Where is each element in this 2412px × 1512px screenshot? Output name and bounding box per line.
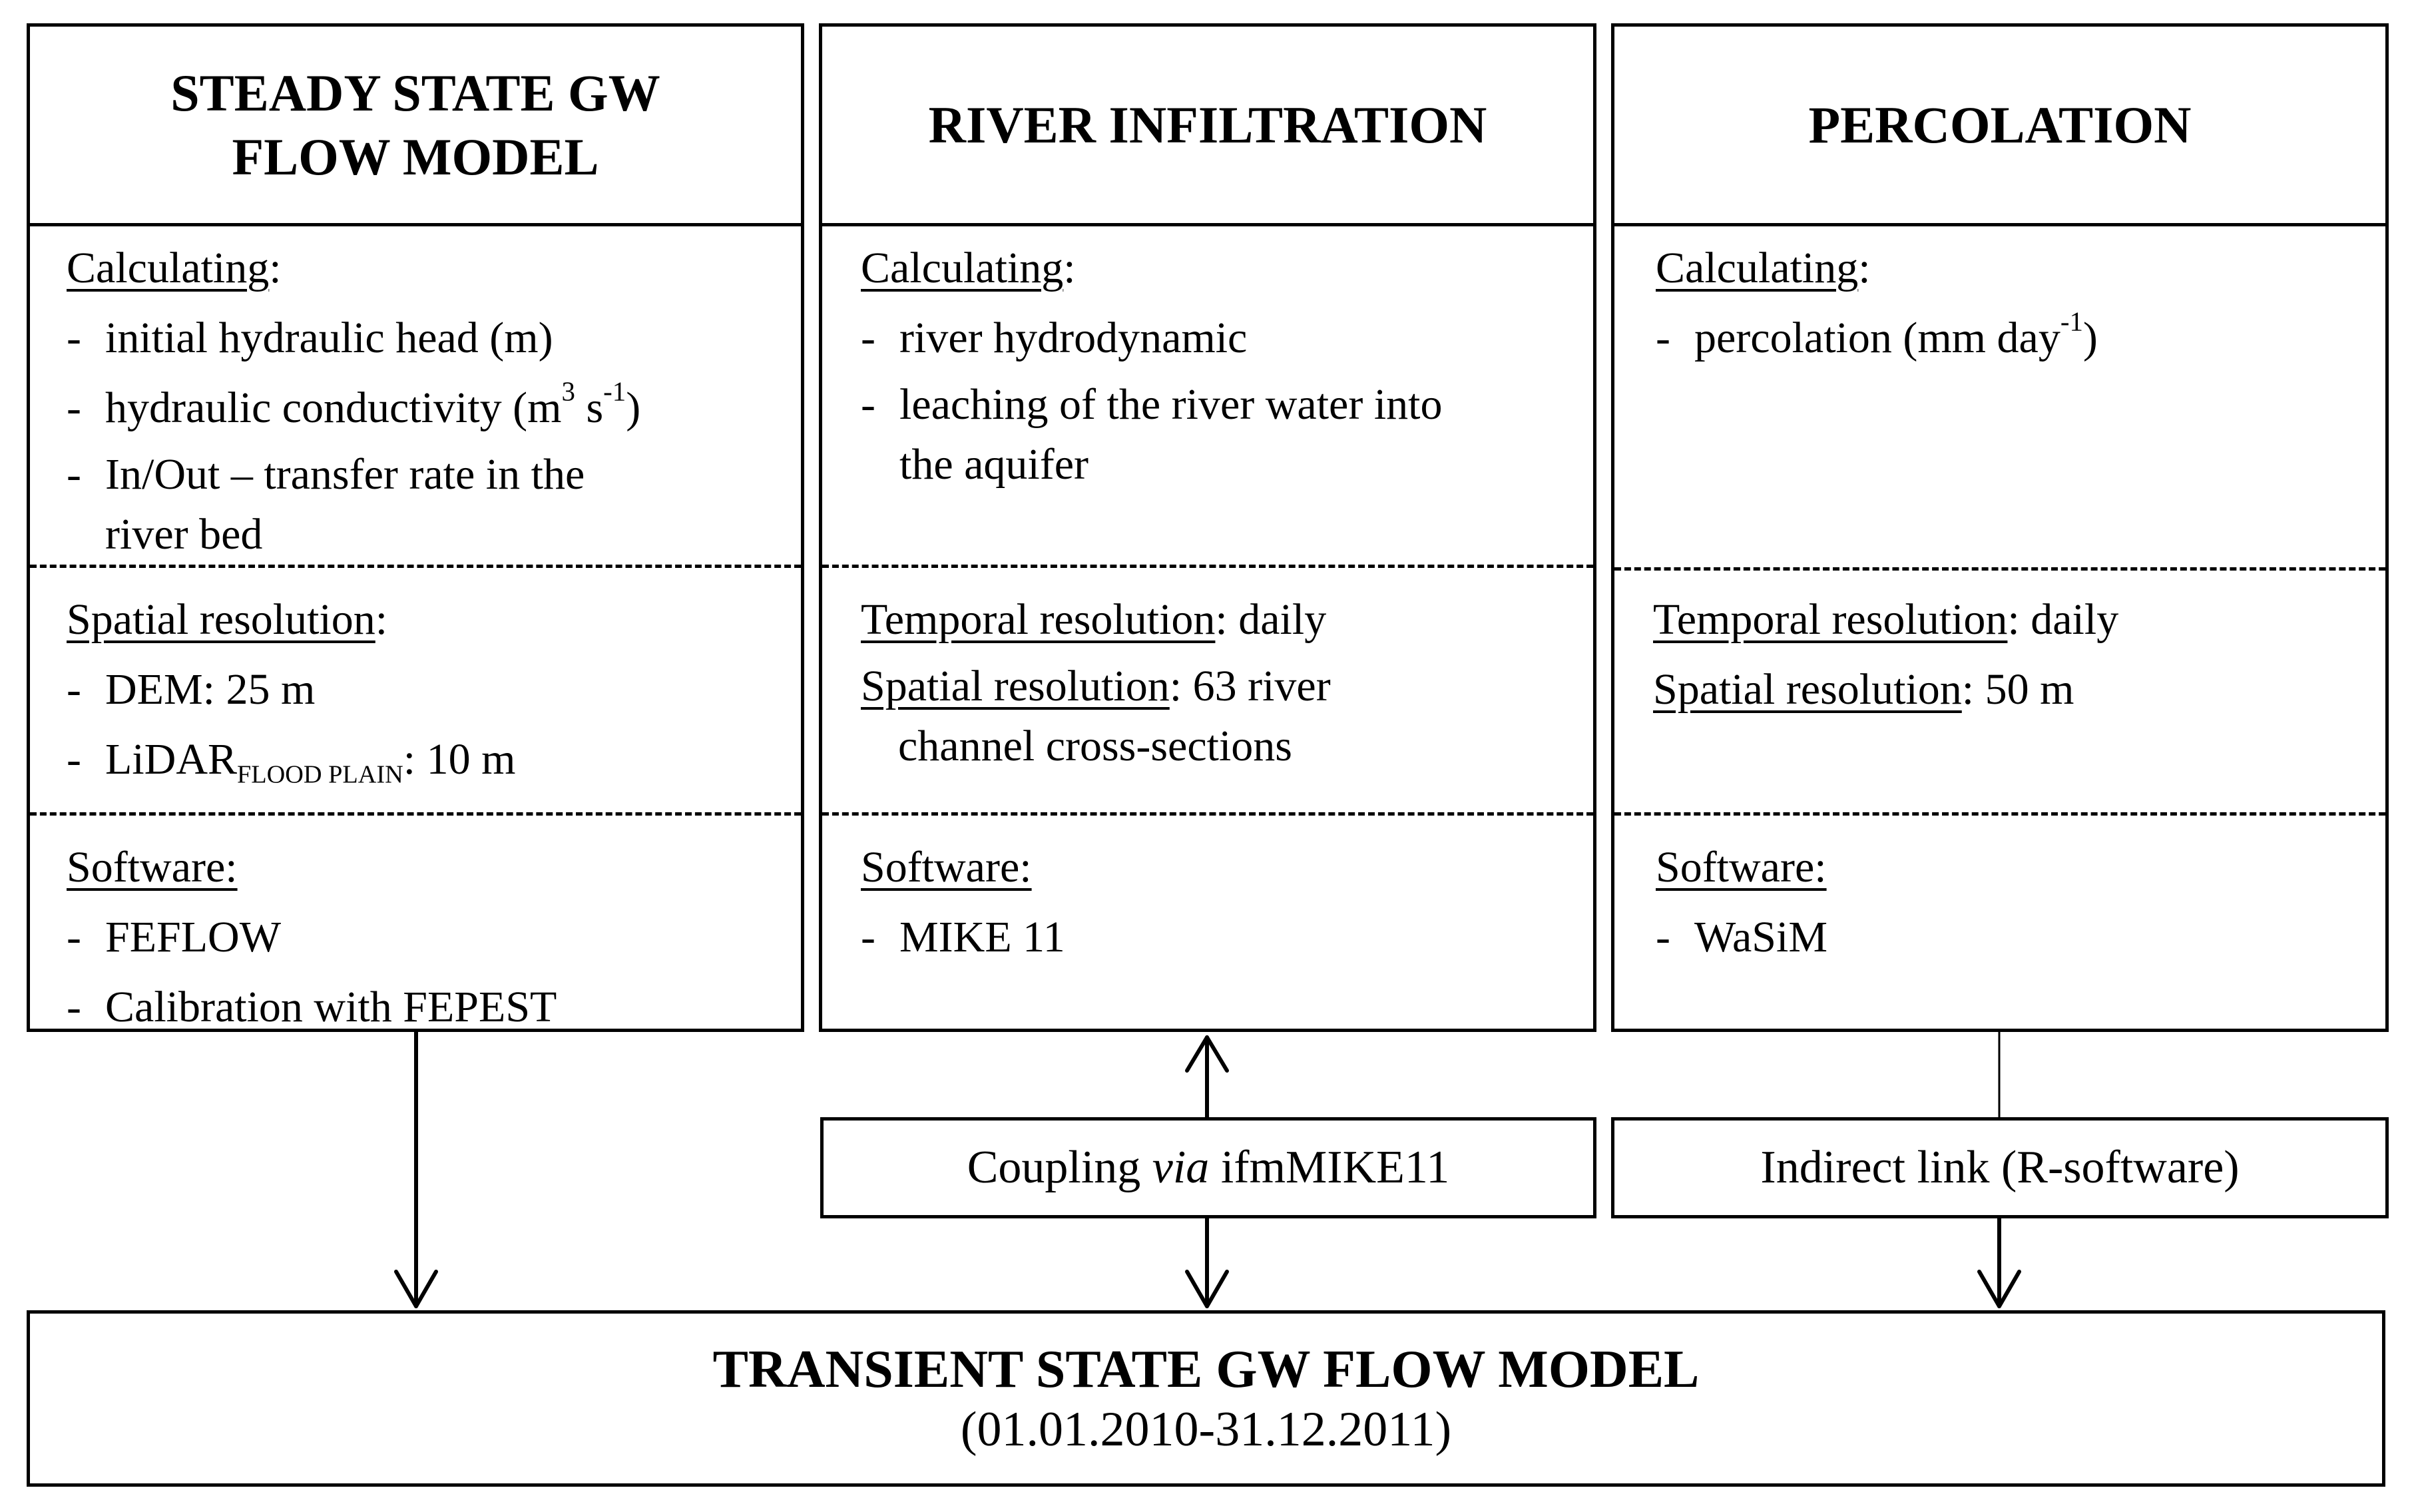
river-temporal-value: : daily (1215, 595, 1327, 644)
perc-divider-2 (1614, 812, 2385, 816)
river-infiltration-title: RIVER INFILTRATION (822, 27, 1593, 226)
steady-spatial-heading: Spatial resolution: (67, 595, 388, 644)
steady-title-line2: FLOW MODEL (232, 127, 599, 186)
arrowhead-river (1185, 1035, 1229, 1073)
river-software-label: Software: (861, 843, 1032, 891)
perc-calculating-section: Calculating: percolation (mm day-1) (1656, 233, 2372, 373)
steady-spatial-label: Spatial resolution (67, 595, 375, 644)
steady-title-line1: STEADY STATE GW (170, 64, 660, 123)
river-calculating-label: Calculating (861, 244, 1064, 292)
coupling-box: Coupling via ifmMIKE11 (820, 1117, 1596, 1218)
steady-calc-item-cont: river bed (105, 510, 263, 559)
river-software-section: Software: MIKE 11 (861, 832, 1580, 972)
perc-calculating-heading: Calculating: (1656, 244, 1871, 292)
steady-calculating-label: Calculating (67, 244, 270, 292)
steady-divider-2 (30, 812, 801, 816)
river-divider-2 (822, 812, 1593, 816)
perc-temporal-value: : daily (2007, 595, 2119, 644)
perc-software-item: WaSiM (1656, 902, 2372, 972)
river-calc-item-cont: the aquifer (899, 440, 1089, 489)
steady-spatial-item: DEM: 25 m (67, 654, 788, 724)
steady-software-label: Software: (67, 843, 238, 891)
steady-spatial-section: Spatial resolution: DEM: 25 m LiDARFLOOD… (67, 585, 788, 794)
river-spatial-value: : 63 river (1169, 662, 1331, 710)
steady-state-title: STEADY STATE GW FLOW MODEL (30, 27, 801, 226)
percolation-title: PERCOLATION (1614, 27, 2385, 226)
river-spatial-label: Spatial resolution (861, 662, 1170, 710)
steady-software-section: Software: FEFLOW Calibration with FEPEST (67, 832, 788, 1042)
arrowhead-indirect (1977, 1270, 2021, 1308)
river-software-item: MIKE 11 (861, 902, 1580, 972)
perc-spatial-value: : 50 m (1961, 665, 2074, 714)
perc-software-section: Software: WaSiM (1656, 832, 2372, 972)
river-calculating-heading: Calculating: (861, 244, 1076, 292)
river-calc-item: river hydrodynamic (861, 303, 1580, 373)
perc-software-heading: Software: (1656, 832, 2372, 902)
steady-calculating-heading: Calculating: (67, 244, 282, 292)
transient-state-box: TRANSIENT STATE GW FLOW MODEL (01.01.201… (27, 1310, 2385, 1487)
perc-spatial-label: Spatial resolution (1653, 665, 1962, 714)
coupling-label: Coupling via ifmMIKE11 (967, 1142, 1450, 1193)
steady-divider-1 (30, 565, 801, 568)
steady-calc-item: In/Out – transfer rate in the (67, 443, 788, 506)
arrowhead-steady (394, 1270, 438, 1308)
river-calc-item: leaching of the river water into (861, 373, 1580, 436)
perc-temporal-line: Temporal resolution: daily (1653, 585, 2372, 654)
indirect-link-label: Indirect link (R-software) (1760, 1142, 2240, 1193)
river-infiltration-box: RIVER INFILTRATION Calculating: river hy… (819, 23, 1596, 1032)
steady-calc-item: initial hydraulic head (m) (67, 303, 788, 373)
river-spatial-cont: channel cross-sections (898, 722, 1292, 770)
perc-divider-1 (1614, 567, 2385, 571)
transient-state-title: TRANSIENT STATE GW FLOW MODEL (712, 1340, 1700, 1399)
perc-spatial-line: Spatial resolution: 50 m (1653, 654, 2372, 724)
percolation-box: PERCOLATION Calculating: percolation (mm… (1611, 23, 2389, 1032)
river-divider-1 (822, 565, 1593, 568)
perc-resolution-section: Temporal resolution: daily Spatial resol… (1653, 585, 2372, 724)
river-resolution-section: Temporal resolution: daily Spatial resol… (861, 585, 1580, 774)
river-calculating-section: Calculating: river hydrodynamic leaching… (861, 233, 1580, 493)
arrowhead-coupling (1185, 1270, 1229, 1308)
steady-software-heading: Software: (67, 832, 788, 902)
perc-temporal-label: Temporal resolution (1653, 595, 2008, 644)
perc-software-label: Software: (1656, 843, 1827, 891)
steady-calc-item: hydraulic conductivity (m3 s-1) (67, 373, 788, 443)
steady-spatial-item: LiDARFLOOD PLAIN: 10 m (67, 724, 788, 794)
transient-state-dates: (01.01.2010-31.12.2011) (960, 1402, 1452, 1457)
river-temporal-line: Temporal resolution: daily (861, 585, 1580, 654)
steady-software-item: FEFLOW (67, 902, 788, 972)
perc-calculating-label: Calculating (1656, 244, 1859, 292)
steady-calculating-section: Calculating: initial hydraulic head (m) … (67, 233, 788, 563)
river-temporal-label: Temporal resolution (861, 595, 1216, 644)
indirect-link-box: Indirect link (R-software) (1611, 1117, 2389, 1218)
river-software-heading: Software: (861, 832, 1580, 902)
perc-calc-item: percolation (mm day-1) (1656, 303, 2372, 373)
steady-state-box: STEADY STATE GW FLOW MODEL Calculating: … (27, 23, 804, 1042)
river-spatial-line: Spatial resolution: 63 river (861, 654, 1580, 718)
steady-software-item: Calibration with FEPEST (67, 972, 788, 1042)
